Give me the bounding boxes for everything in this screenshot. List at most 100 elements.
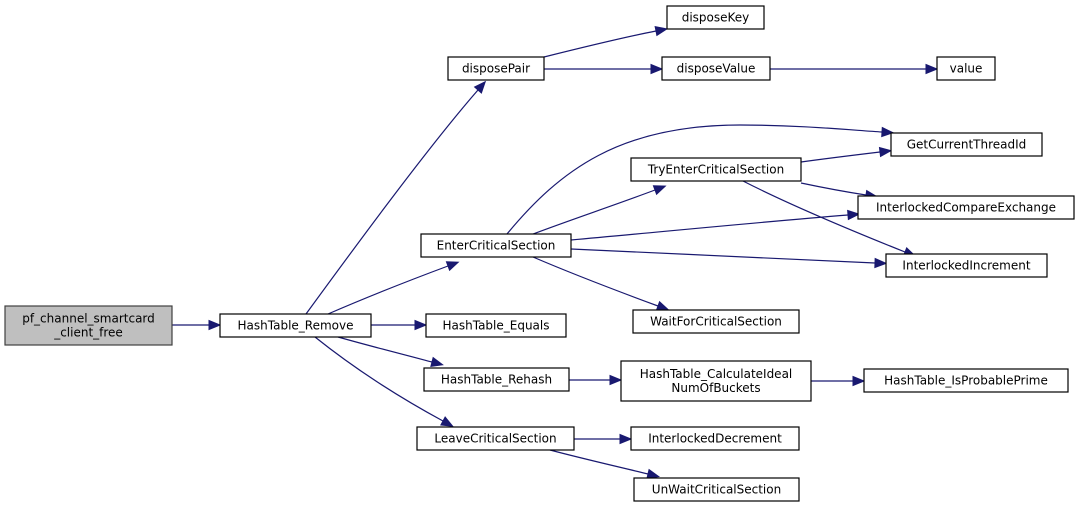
arrowhead-icon	[878, 146, 893, 158]
node-box[interactable]	[416, 426, 575, 451]
node-box[interactable]	[863, 368, 1069, 393]
node-getThreadId[interactable]: GetCurrentThreadId	[890, 132, 1043, 157]
edge-line	[800, 182, 867, 196]
edge-line	[532, 189, 656, 235]
arrowhead-icon	[852, 375, 866, 387]
edge-enterCS-to-iinc	[570, 248, 888, 269]
edge-remove-to-disposePair	[305, 80, 487, 315]
node-box[interactable]	[666, 5, 765, 30]
node-label: NumOfBuckets	[671, 381, 760, 395]
arrowhead-icon	[440, 416, 454, 427]
node-label: GetCurrentThreadId	[907, 138, 1027, 152]
node-label: LeaveCriticalSection	[434, 432, 556, 446]
node-equals[interactable]: HashTable_Equals	[425, 313, 567, 338]
node-box[interactable]	[447, 56, 545, 81]
node-waitCS[interactable]: WaitForCriticalSection	[632, 309, 800, 334]
node-leaveCS[interactable]: LeaveCriticalSection	[416, 426, 575, 451]
edge-root-to-remove	[172, 319, 222, 331]
arrowhead-icon	[430, 356, 444, 367]
node-label: disposeValue	[677, 62, 756, 76]
node-remove[interactable]: HashTable_Remove	[219, 313, 372, 338]
node-iinc[interactable]: InterlockedIncrement	[885, 253, 1048, 278]
arrowhead-icon	[473, 80, 487, 94]
edge-enterCS-to-tryEnterCS	[532, 185, 667, 235]
node-box[interactable]	[857, 195, 1075, 220]
edge-remove-to-rehash	[337, 336, 444, 367]
edge-disposePair-to-disposeValue	[544, 63, 664, 75]
node-box[interactable]	[630, 157, 802, 182]
edges-layer	[172, 25, 939, 479]
node-label: InterlockedCompareExchange	[876, 201, 1056, 215]
edge-line	[532, 256, 659, 307]
node-box[interactable]	[219, 313, 372, 338]
node-label: HashTable_Remove	[238, 319, 354, 333]
edge-calcBuckets-to-isPrime	[811, 375, 866, 387]
edge-leaveCS-to-unwaitCS	[549, 449, 660, 479]
node-isPrime[interactable]: HashTable_IsProbablePrime	[863, 368, 1069, 393]
edge-remove-to-equals	[371, 319, 428, 331]
edge-line	[570, 248, 876, 264]
node-label: value	[950, 62, 983, 76]
node-box[interactable]	[632, 309, 800, 334]
node-label: pf_channel_smartcard	[22, 312, 155, 326]
edge-enterCS-to-waitCS	[532, 256, 670, 311]
node-disposePair[interactable]: disposePair	[447, 56, 545, 81]
node-label: HashTable_Rehash	[441, 373, 552, 387]
arrowhead-icon	[650, 63, 664, 75]
arrowhead-icon	[881, 126, 895, 138]
arrowhead-icon	[874, 257, 888, 269]
node-label: UnWaitCriticalSection	[652, 483, 781, 497]
edge-line	[305, 89, 479, 315]
node-label: InterlockedDecrement	[648, 432, 782, 446]
edge-line	[314, 336, 444, 422]
node-tryEnterCS[interactable]: TryEnterCriticalSection	[630, 157, 802, 182]
node-label: TryEnterCriticalSection	[647, 163, 784, 177]
node-box[interactable]	[936, 56, 996, 81]
node-label: HashTable_CalculateIdeal	[640, 367, 793, 381]
node-box[interactable]	[885, 253, 1048, 278]
node-label: InterlockedIncrement	[902, 259, 1030, 273]
edge-disposeValue-to-value	[770, 63, 939, 75]
node-box[interactable]	[890, 132, 1043, 157]
node-icx[interactable]: InterlockedCompareExchange	[857, 195, 1075, 220]
node-root[interactable]: pf_channel_smartcard_client_free	[4, 305, 173, 346]
arrowhead-icon	[208, 319, 222, 331]
edge-rehash-to-calcBuckets	[569, 374, 623, 386]
node-disposeValue[interactable]: disposeValue	[661, 56, 771, 81]
node-label: _client_free	[53, 326, 123, 340]
node-value[interactable]: value	[936, 56, 996, 81]
node-box[interactable]	[661, 56, 771, 81]
node-disposeKey[interactable]: disposeKey	[666, 5, 765, 30]
node-box[interactable]	[420, 233, 572, 258]
node-unwaitCS[interactable]: UnWaitCriticalSection	[633, 477, 800, 502]
arrowhead-icon	[414, 319, 428, 331]
node-label: disposeKey	[682, 11, 750, 25]
edge-disposePair-to-disposeKey	[543, 25, 669, 58]
node-box[interactable]	[425, 313, 567, 338]
arrowhead-icon	[646, 468, 660, 479]
node-box[interactable]	[630, 426, 800, 451]
node-box[interactable]	[633, 477, 800, 502]
node-label: HashTable_IsProbablePrime	[884, 374, 1048, 388]
edge-remove-to-enterCS	[327, 261, 460, 315]
node-box[interactable]	[423, 367, 570, 392]
edge-line	[543, 30, 657, 58]
node-rehash[interactable]: HashTable_Rehash	[423, 367, 570, 392]
node-idec[interactable]: InterlockedDecrement	[630, 426, 800, 451]
arrowhead-icon	[609, 374, 623, 386]
node-label: HashTable_Equals	[442, 319, 549, 333]
node-box[interactable]	[620, 360, 812, 402]
arrowhead-icon	[925, 63, 939, 75]
arrowhead-icon	[445, 261, 460, 272]
node-enterCS[interactable]: EnterCriticalSection	[420, 233, 572, 258]
node-box[interactable]	[4, 305, 173, 346]
node-label: WaitForCriticalSection	[650, 315, 782, 329]
edge-enterCS-to-getThreadId	[506, 124, 895, 235]
arrowhead-icon	[654, 25, 669, 37]
edge-line	[570, 214, 849, 241]
node-label: disposePair	[462, 62, 530, 76]
edge-line	[549, 449, 649, 475]
